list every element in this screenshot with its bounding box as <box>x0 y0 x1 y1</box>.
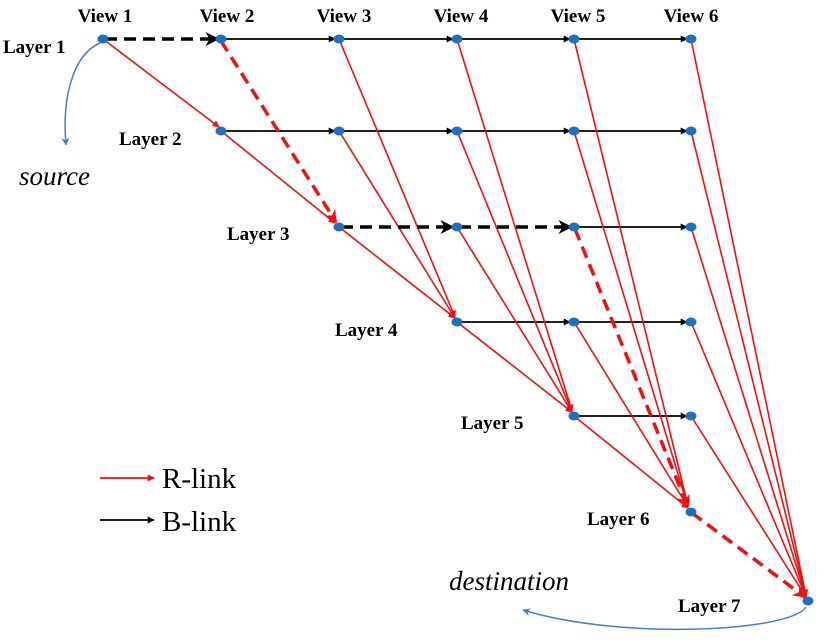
legend-b-link-label: B-link <box>162 506 237 538</box>
layer-label-7: Layer 7 <box>678 596 741 617</box>
node <box>802 596 814 606</box>
node <box>97 34 109 44</box>
layer-label-4: Layer 4 <box>335 320 398 341</box>
node <box>451 317 463 327</box>
layer-label-6: Layer 6 <box>587 509 649 530</box>
r-link <box>573 415 689 509</box>
node <box>568 411 580 421</box>
r-link <box>690 321 807 598</box>
layer-label-5: Layer 5 <box>461 413 523 434</box>
node <box>568 317 580 327</box>
r-link <box>690 226 808 598</box>
r-link <box>573 130 690 508</box>
node <box>451 34 463 44</box>
legend: R-link B-link <box>100 463 237 538</box>
path-r-link <box>219 40 338 224</box>
r-links <box>102 38 809 598</box>
b-links <box>223 35 688 420</box>
layer-label-1: Layer 1 <box>3 37 65 58</box>
r-link <box>220 130 336 224</box>
source-label: source <box>19 161 90 191</box>
view-label-1: View 1 <box>78 6 133 27</box>
r-link <box>456 321 573 413</box>
node <box>333 222 345 232</box>
r-link <box>690 415 807 598</box>
r-link <box>690 130 808 598</box>
r-link <box>338 130 456 319</box>
r-link <box>456 38 574 412</box>
node <box>215 126 227 136</box>
node <box>685 507 697 517</box>
nodes <box>97 34 814 606</box>
path-r-link <box>690 511 807 599</box>
node <box>685 222 697 232</box>
r-link <box>573 321 689 508</box>
node <box>451 126 463 136</box>
node <box>215 34 227 44</box>
layer-label-2: Layer 2 <box>119 129 181 150</box>
view-label-6: View 6 <box>664 6 719 27</box>
node <box>568 34 580 44</box>
r-link <box>338 38 456 318</box>
path-r-link <box>573 228 690 509</box>
layer-label-3: Layer 3 <box>227 224 289 245</box>
node <box>333 126 345 136</box>
view-label-3: View 3 <box>317 6 372 27</box>
r-link <box>573 38 690 507</box>
r-link <box>456 130 573 413</box>
destination-arrow <box>522 606 807 631</box>
node <box>568 126 580 136</box>
view-label-2: View 2 <box>200 6 255 27</box>
highlighted-path <box>105 32 807 599</box>
r-link <box>690 38 809 597</box>
node <box>451 222 463 232</box>
node <box>685 126 697 136</box>
legend-r-link-label: R-link <box>162 463 237 495</box>
view-label-4: View 4 <box>434 6 489 27</box>
r-link <box>338 226 456 319</box>
r-link <box>102 38 220 128</box>
node <box>685 317 697 327</box>
r-link <box>456 226 573 413</box>
node <box>685 411 697 421</box>
node <box>685 34 697 44</box>
destination-label: destination <box>449 566 569 596</box>
view-label-5: View 5 <box>551 6 606 27</box>
node <box>568 222 580 232</box>
source-arrow <box>61 42 101 146</box>
node <box>333 34 345 44</box>
